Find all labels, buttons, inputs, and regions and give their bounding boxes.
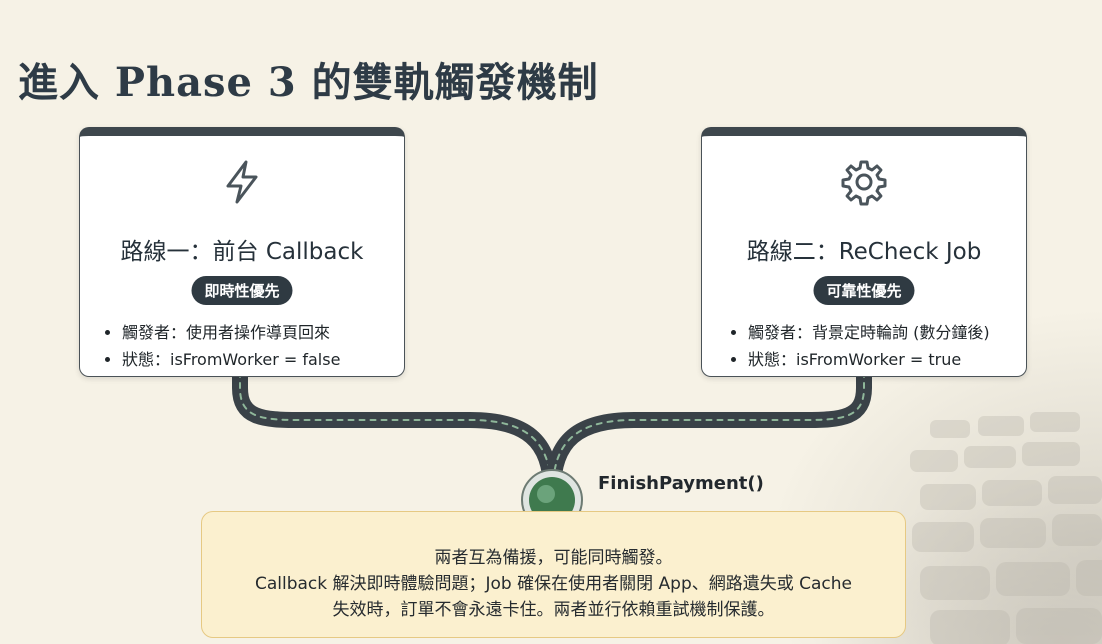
summary-note: 兩者互為備援，可能同時觸發。 Callback 解決即時體驗問題；Job 確保在… — [201, 511, 906, 638]
route-two-bullet-trigger: 觸發者：背景定時輪詢 (數分鐘後) — [748, 319, 990, 346]
note-line-1: 兩者互為備援，可能同時觸發。 — [434, 548, 673, 568]
page-title: 進入 Phase 3 的雙軌觸發機制 — [18, 59, 599, 106]
finish-payment-label: FinishPayment() — [598, 473, 764, 494]
route-one-title: 路線一：前台 Callback — [120, 239, 364, 265]
rail-left — [232, 364, 559, 498]
rail-right — [545, 364, 872, 498]
route-one-card: 路線一：前台 Callback 即時性優先 觸發者：使用者操作導頁回來 狀態：i… — [79, 127, 405, 377]
note-line-3: 失效時，訂單不會永遠卡住。兩者並行依賴重試機制保護。 — [332, 600, 775, 620]
route-one-bullet-trigger: 觸發者：使用者操作導頁回來 — [122, 319, 340, 346]
note-line-2: Callback 解決即時體驗問題；Job 確保在使用者關閉 App、網路遺失或… — [254, 574, 853, 594]
route-one-bullets: 觸發者：使用者操作導頁回來 狀態：isFromWorker = false — [102, 319, 340, 373]
route-two-bullet-state: 狀態：isFromWorker = true — [748, 346, 990, 373]
route-two-card: 路線二：ReCheck Job 可靠性優先 觸發者：背景定時輪詢 (數分鐘後) … — [701, 127, 1027, 377]
lightning-icon — [226, 160, 258, 204]
route-two-bullets: 觸發者：背景定時輪詢 (數分鐘後) 狀態：isFromWorker = true — [728, 319, 990, 373]
route-one-badge: 即時性優先 — [191, 276, 293, 305]
gear-icon — [841, 160, 887, 206]
route-two-title: 路線二：ReCheck Job — [746, 239, 982, 265]
route-two-badge: 可靠性優先 — [813, 276, 915, 305]
route-one-bullet-state: 狀態：isFromWorker = false — [122, 346, 340, 373]
